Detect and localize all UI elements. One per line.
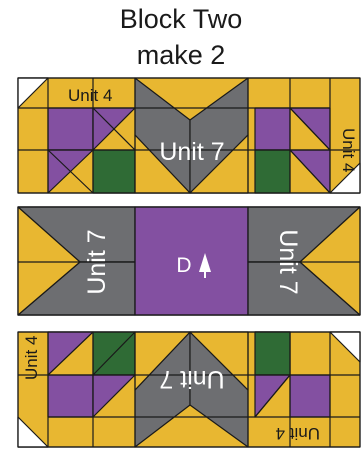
- center-label: D: [176, 254, 191, 277]
- unit4-label-top-right: Unit 4: [339, 128, 358, 172]
- unit4-label-bottom-right: Unit 4: [276, 424, 320, 443]
- unit4-label-bottom-left: Unit 4: [22, 336, 41, 380]
- unit7-label-middle-left: Unit 7: [83, 229, 111, 294]
- unit7-label-top: Unit 7: [159, 138, 224, 166]
- top-row: [17, 77, 361, 194]
- bottom-row: [17, 331, 361, 448]
- block-title: Block Two: [119, 4, 243, 34]
- middle-row: [17, 206, 361, 316]
- unit4-label-top-left: Unit 4: [68, 86, 112, 105]
- unit7-label-bottom: Unit 7: [159, 365, 224, 393]
- unit7-label-middle-right: Unit 7: [274, 229, 302, 294]
- arrow-up-icon: [199, 253, 211, 272]
- block-subtitle: make 2: [136, 40, 226, 70]
